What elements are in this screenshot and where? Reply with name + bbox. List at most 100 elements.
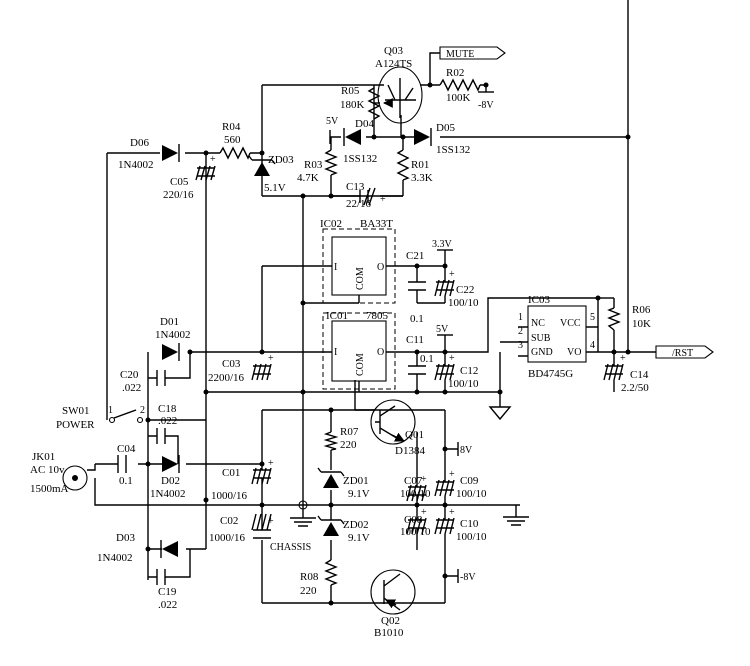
capacitor-c10: +: [434, 507, 455, 535]
label-nets-mute: MUTE: [446, 49, 474, 60]
label-components-r08-ref: R08: [300, 571, 319, 583]
labels: D06 1N4002 R04 560 ZD03 5.1V C05 220/16 …: [30, 45, 651, 639]
label-components-d03-value: 1N4002: [97, 552, 132, 564]
label-components-d06-value: 1N4002: [118, 159, 153, 171]
label-components-zd02-ref: ZD02: [343, 519, 369, 531]
label-ic_pins-sub: SUB: [531, 333, 551, 344]
label-nets-n8v: -8V: [460, 572, 476, 583]
capacitor-c22: +: [434, 269, 455, 297]
label-components-c11-value: 0.1: [420, 353, 434, 365]
label-components-c20-ref: C20: [120, 369, 139, 381]
label-components-d05-value: 1SS132: [436, 144, 470, 156]
label-components-c20-value: .022: [122, 382, 141, 394]
label-components-q02-value: B1010: [374, 627, 404, 639]
capacitor-c09: +: [434, 469, 455, 497]
junctions: [145, 82, 631, 606]
transistor-q02: [370, 569, 416, 615]
label-components-c01-value: 1000/16: [211, 490, 248, 502]
transistor-q03: [377, 66, 423, 124]
diode-d05: [414, 128, 432, 146]
label-ic_pins-i: I: [334, 347, 337, 358]
ic02-value: BA33T: [360, 218, 393, 230]
label-components-c13-value: 22/16: [346, 198, 372, 210]
label-components-c12-value: 100/10: [448, 378, 479, 390]
label-components-q01-ref: Q01: [405, 429, 424, 441]
label-sw01-pin2: 2: [140, 405, 145, 416]
label-components-c07-value: 100/10: [400, 488, 431, 500]
label-jk01-line2: 1500mA: [30, 483, 69, 495]
label-ic_pins-p3: 3: [518, 340, 523, 351]
label-nets-p8v: 8V: [460, 445, 473, 456]
label-components-c12-ref: C12: [460, 365, 478, 377]
ic01: IC01 7805 I O COM: [322, 310, 396, 390]
label-components-r06-value: 10K: [632, 318, 651, 330]
net-flag-rst: /RST: [655, 345, 714, 359]
label-components-c05-ref: C05: [170, 176, 189, 188]
label-jk01-line1: AC 10v: [30, 464, 65, 476]
label-nets-v5b: 5V: [436, 324, 449, 335]
label-components-c10-value: 100/10: [456, 531, 487, 543]
svg-text:+: +: [449, 269, 455, 280]
label-components-c14-value: 2.2/50: [621, 382, 649, 394]
net-flag-mute: MUTE: [439, 46, 506, 60]
label-ic_pins-p4: 4: [590, 340, 595, 351]
jack-jk01: [62, 464, 96, 491]
label-nets-v5: 5V: [326, 116, 339, 127]
label-components-r01-ref: R01: [411, 159, 429, 171]
label-components-d06-ref: D06: [130, 137, 149, 149]
label-components-d02-value: 1N4002: [150, 488, 185, 500]
capacitor-c08: +: [406, 507, 427, 535]
label-components-c22-ref: C22: [456, 284, 474, 296]
label-nets-chassis: CHASSIS: [270, 542, 311, 553]
resistor-r03: [324, 149, 338, 176]
label-components-q01-value: D1384: [395, 445, 425, 457]
ic03-value: BD4745G: [528, 368, 573, 380]
label-components-c10-ref: C10: [460, 518, 479, 530]
svg-text:+: +: [449, 469, 455, 480]
resistor-r08: [324, 559, 338, 586]
zener-zd03: [248, 155, 276, 176]
label-components-c05-value: 220/16: [163, 189, 194, 201]
label-components-c08-ref: C08: [404, 514, 423, 526]
resistor-r07: [323, 431, 339, 451]
capacitor-c01: +: [251, 458, 274, 485]
ic03-ref: IC03: [528, 294, 551, 306]
label-ic_pins-i: I: [334, 262, 337, 273]
capacitor-c12: +: [434, 353, 455, 381]
label-ic_pins-p5: 5: [590, 312, 595, 323]
label-ic_pins-vcc: VCC: [560, 318, 581, 329]
label-components-c22-value: 100/10: [448, 297, 479, 309]
ground-chassis: [290, 505, 316, 527]
resistor-r05: [367, 87, 381, 120]
label-components-d04-value: 1SS132: [343, 153, 377, 165]
label-components-r01-value: 3.3K: [411, 172, 433, 184]
svg-text:+: +: [268, 353, 274, 364]
resistor-r01: [396, 149, 410, 181]
capacitor-c14: +: [603, 353, 626, 381]
transistor-q01: [370, 399, 416, 445]
label-ic_pins-o: O: [377, 262, 384, 273]
label-nets-n8v_r02: -8V: [478, 100, 494, 111]
label-components-r05-value: 180K: [340, 99, 365, 111]
label-components-d03-ref: D03: [116, 532, 135, 544]
label-components-r04-value: 560: [224, 134, 241, 146]
label-components-d05-ref: D05: [436, 122, 455, 134]
ic01-ref: IC01: [326, 310, 348, 322]
ic03: IC03 BD4745G NC VCC SUB GND VO 1 2 3 5 4: [518, 294, 598, 380]
label-ic_pins-o: O: [377, 347, 384, 358]
label-sw01-ref: SW01: [62, 405, 90, 417]
switch-sw01: 1 2: [108, 405, 145, 424]
ground-main: [503, 505, 529, 526]
capacitor-c21: [408, 281, 426, 291]
label-components-q02-ref: Q02: [381, 615, 400, 627]
label-nets-rst: /RST: [672, 348, 693, 359]
ic01-value: 7805: [366, 310, 389, 322]
label-components-zd03-ref: ZD03: [268, 154, 294, 166]
label-components-c21-ref: C21: [406, 250, 424, 262]
label-components-r07-ref: R07: [340, 426, 359, 438]
label-nets-v33: 3.3V: [432, 239, 453, 250]
label-ic_pins-com: COM: [355, 267, 366, 290]
label-components-c13-ref: C13: [346, 181, 365, 193]
svg-text:+: +: [421, 474, 427, 485]
label-components-zd03-value: 5.1V: [264, 182, 286, 194]
